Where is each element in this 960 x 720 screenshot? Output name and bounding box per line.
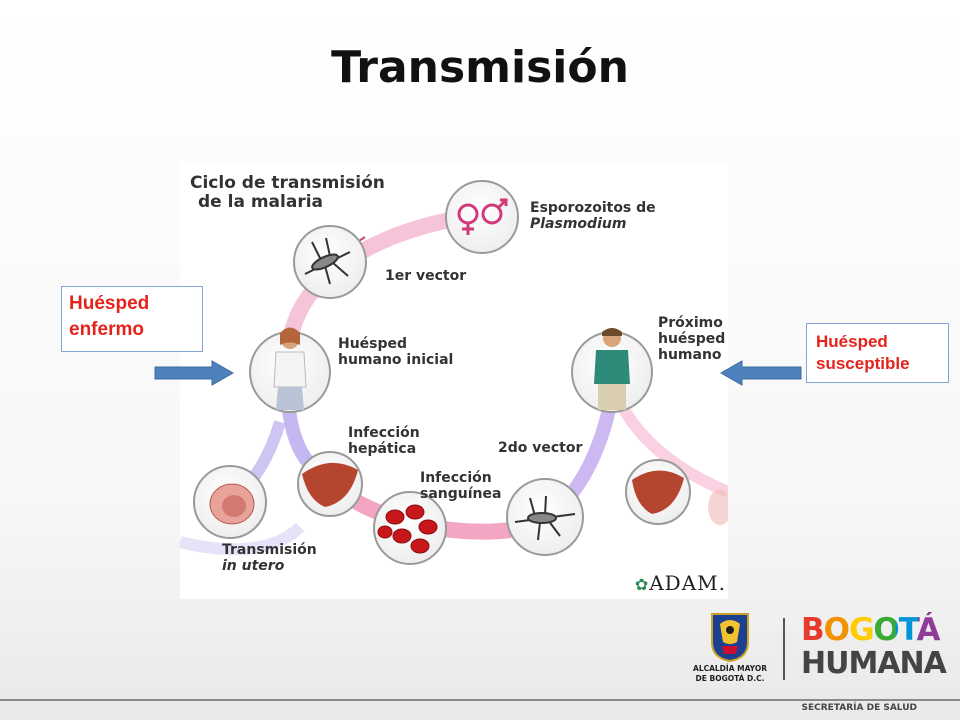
label-esporozoitos-line2: Plasmodium xyxy=(530,216,627,232)
adam-leaf-icon: ✿ xyxy=(634,575,650,594)
bogota-humana-logo-word-humana: HUMANA xyxy=(801,646,947,681)
alcaldia-caption: ALCALDÍA MAYOR DE BOGOTÁ D.C. xyxy=(684,664,776,684)
slide-title: Transmisión xyxy=(331,42,629,93)
label-proximo-line3: humano xyxy=(658,347,722,363)
callout-huesped-susceptible: Huésped susceptible xyxy=(806,323,949,383)
label-proximo-line1: Próximo xyxy=(658,315,723,331)
label-huesped-inicial-line1: Huésped xyxy=(338,336,408,352)
callout-left-line2: enfermo xyxy=(69,319,144,340)
footer-divider xyxy=(0,699,960,701)
malaria-cycle-diagram: Ciclo de transmisión de la malaria Espor… xyxy=(180,162,728,599)
adam-logo: ✿ADAM. xyxy=(635,571,726,595)
diagram-heading-line2: de la malaria xyxy=(198,192,324,212)
label-esporozoitos: Esporozoitos de Plasmodium xyxy=(530,200,656,232)
arrow-left-icon xyxy=(720,360,802,386)
label-utero-line1: Transmisión xyxy=(222,542,317,558)
label-huesped-inicial: Huésped humano inicial xyxy=(338,336,453,368)
label-sanguinea-line1: Infección xyxy=(420,470,492,486)
callout-huesped-enfermo: Huésped enfermo xyxy=(61,286,203,352)
cycle-artwork xyxy=(180,180,728,565)
bogota-humana-logo-word-bogota: BOGOTÁ xyxy=(801,612,941,648)
callout-right-line1: Huésped xyxy=(816,332,888,351)
label-vector2: 2do vector xyxy=(498,440,583,456)
label-huesped-inicial-line2: humano inicial xyxy=(338,352,454,368)
diagram-heading: Ciclo de transmisión de la malaria xyxy=(190,174,385,212)
diagram-heading-line1: Ciclo de transmisión xyxy=(190,173,385,193)
adam-logo-text: ADAM. xyxy=(649,571,726,595)
label-hepatica-line1: Infección xyxy=(348,425,420,441)
secretaria-label: SECRETARÍA DE SALUD xyxy=(801,703,918,713)
callout-right-line2: susceptible xyxy=(816,354,910,373)
label-esporozoitos-line1: Esporozoitos de xyxy=(530,200,656,216)
callout-left-line1: Huésped xyxy=(69,293,150,314)
arrow-right-icon xyxy=(154,360,234,386)
bogota-word: BOGOTÁ xyxy=(801,612,941,648)
label-utero-line2: in utero xyxy=(222,558,285,574)
label-vector1: 1er vector xyxy=(385,268,467,284)
label-sanguinea-line2: sanguínea xyxy=(420,486,502,502)
label-transmision-utero: Transmisión in utero xyxy=(222,542,317,574)
label-proximo-huesped: Próximo huésped humano xyxy=(658,315,725,363)
label-proximo-line2: huésped xyxy=(658,331,726,347)
label-infeccion-hepatica: Infección hepática xyxy=(348,425,420,457)
logo-divider xyxy=(783,618,785,680)
label-hepatica-line2: hepática xyxy=(348,441,417,457)
alcaldia-coat-of-arms-icon xyxy=(711,613,749,662)
alcaldia-line2: DE BOGOTÁ D.C. xyxy=(695,674,765,683)
alcaldia-line1: ALCALDÍA MAYOR xyxy=(693,664,767,673)
label-infeccion-sanguinea: Infección sanguínea xyxy=(420,470,501,502)
